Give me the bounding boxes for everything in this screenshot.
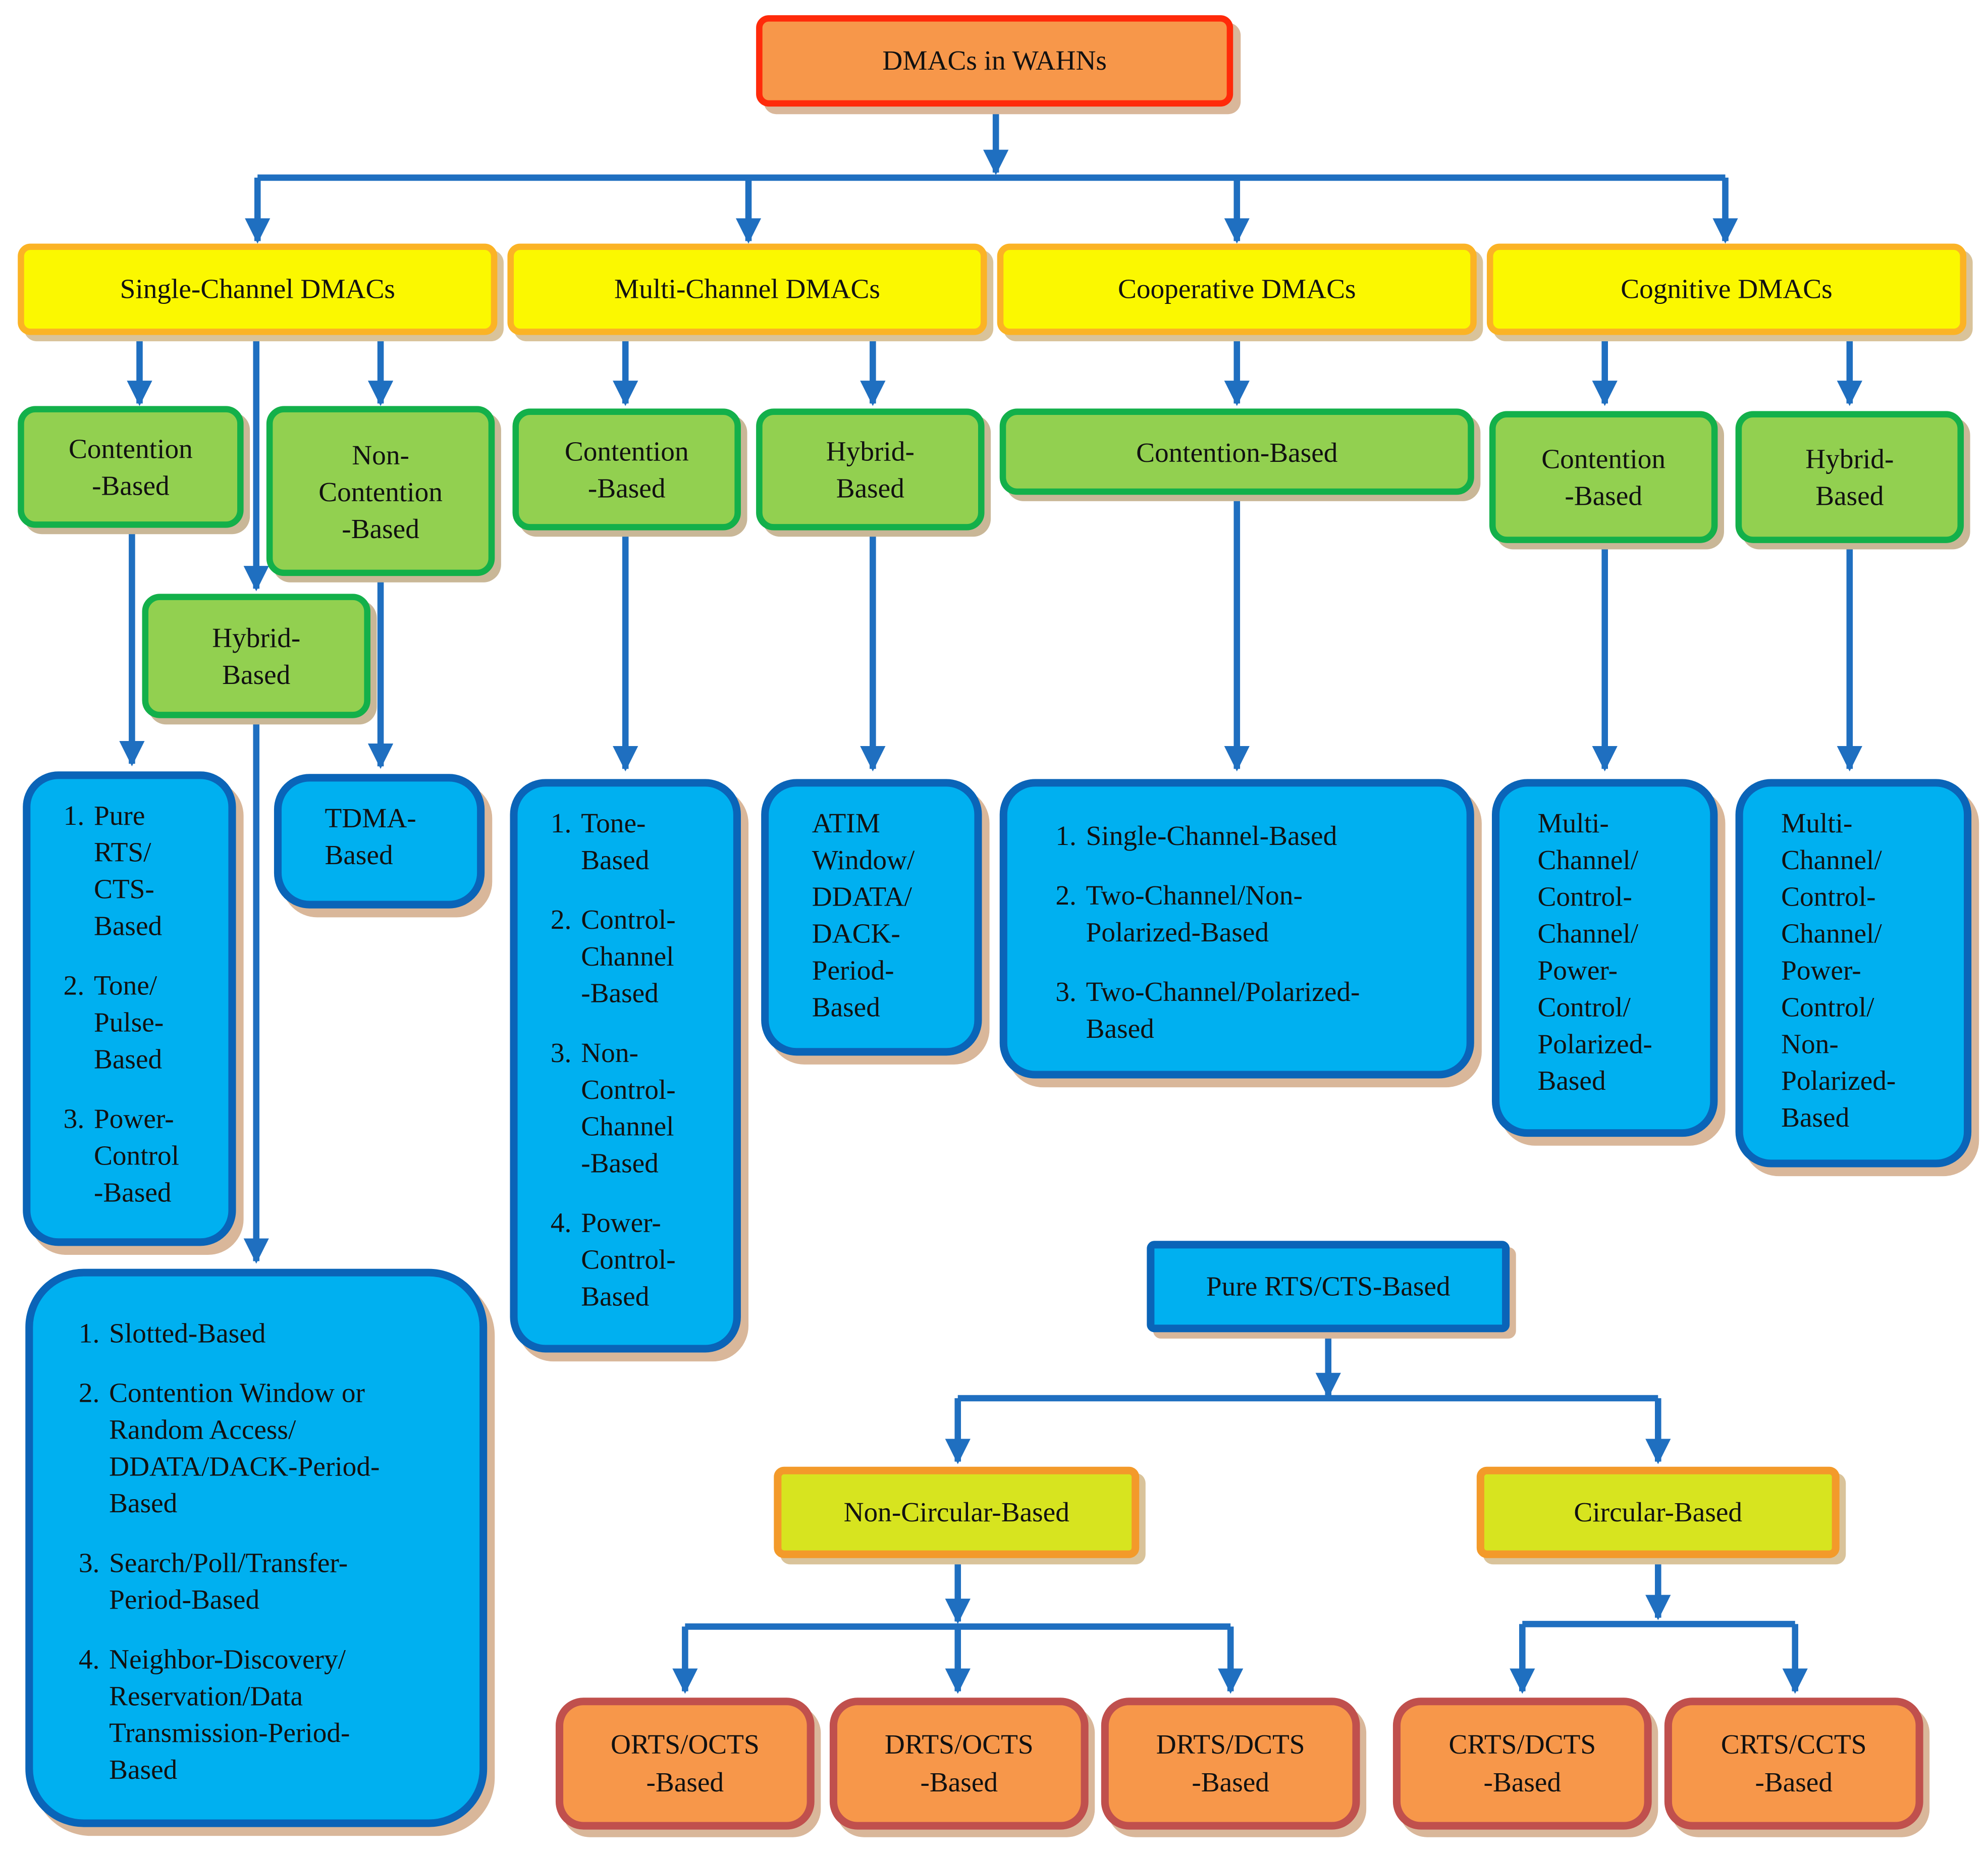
noncircular-node: Non-Circular-Based [774,1466,1140,1558]
single-contention-label: Contention -Based [69,433,193,501]
crts-dcts-node: CRTS/DCTS -Based [1392,1698,1652,1830]
single-hybrid-node: Hybrid- Based [142,594,370,718]
noncircular-label: Non-Circular-Based [843,1496,1069,1528]
category-multi-channel-label: Multi-Channel DMACs [614,273,880,305]
cog-hybrid-leaf: Multi- Channel/ Control- Channel/ Power-… [1735,779,1972,1168]
list-item: Tone- Based [578,805,721,878]
cog-contention-label: Contention -Based [1541,443,1666,511]
circular-node: Circular-Based [1476,1466,1840,1558]
drts-octs-node: DRTS/OCTS -Based [829,1698,1089,1830]
cog-hybrid-label: Hybrid- Based [1805,443,1894,511]
category-multi-channel: Multi-Channel DMACs [507,243,987,335]
crts-ccts-node: CRTS/CCTS -Based [1664,1698,1923,1830]
coop-contention-node: Contention-Based [999,408,1474,495]
list-item: Slotted-Based [106,1314,467,1351]
single-noncontention-label: Non- Contention -Based [318,438,443,544]
multi-hybrid-label: Hybrid- Based [826,435,915,504]
category-single-channel-label: Single-Channel DMACs [120,273,395,305]
single-noncontention-leaf: TDMA- Based [274,774,485,909]
orts-octs-label: ORTS/OCTS -Based [610,1728,760,1798]
multi-hybrid-leaf: ATIM Window/ DDATA/ DACK- Period- Based [761,779,982,1056]
multi-contention-leaf: Tone- Based Control- Channel -Based Non-… [510,779,741,1353]
rts-cts-label: Pure RTS/CTS-Based [1206,1270,1450,1302]
category-cognitive-label: Cognitive DMACs [1621,273,1833,305]
list-item: Pure RTS/ CTS- Based [91,797,216,944]
rts-cts-node: Pure RTS/CTS-Based [1147,1241,1510,1333]
crts-ccts-label: CRTS/CCTS -Based [1721,1728,1867,1798]
orts-octs-node: ORTS/OCTS -Based [555,1698,815,1830]
cog-contention-node: Contention -Based [1489,411,1718,543]
tdma-based-label: TDMA- Based [325,802,416,871]
drts-dcts-node: DRTS/DCTS -Based [1101,1698,1360,1830]
list-item: Non- Control- Channel -Based [578,1034,721,1182]
coop-contention-leaf: Single-Channel-Based Two-Channel/Non- Po… [999,779,1474,1079]
list-item: Neighbor-Discovery/ Reservation/Data Tra… [106,1640,467,1788]
coop-contention-label: Contention-Based [1136,436,1338,468]
root-node: DMACs in WAHNs [756,15,1233,107]
list-item: Two-Channel/Non- Polarized-Based [1084,877,1454,950]
category-cooperative-label: Cooperative DMACs [1117,273,1356,305]
single-contention-leaf: Pure RTS/ CTS- Based Tone/ Pulse- Based … [23,771,236,1246]
list-item: Control- Channel -Based [578,901,721,1012]
multi-hybrid-node: Hybrid- Based [756,408,985,531]
cog-contention-leaf-label: Multi- Channel/ Control- Channel/ Power-… [1537,807,1652,1096]
drts-dcts-label: DRTS/DCTS -Based [1156,1728,1305,1798]
category-cognitive: Cognitive DMACs [1486,243,1967,335]
single-contention-node: Contention -Based [18,406,244,528]
cog-contention-leaf: Multi- Channel/ Control- Channel/ Power-… [1491,779,1718,1137]
single-hybrid-leaf: Slotted-Based Contention Window or Rando… [25,1268,488,1827]
crts-dcts-label: CRTS/DCTS -Based [1448,1728,1596,1798]
single-noncontention-node: Non- Contention -Based [266,406,495,576]
list-item: Single-Channel-Based [1084,817,1454,854]
multi-contention-label: Contention -Based [564,435,689,504]
root-label: DMACs in WAHNs [882,44,1107,76]
list-item: Power- Control -Based [91,1100,216,1210]
cog-hybrid-leaf-label: Multi- Channel/ Control- Channel/ Power-… [1781,807,1896,1133]
list-item: Tone/ Pulse- Based [91,967,216,1077]
list-item: Search/Poll/Transfer- Period-Based [106,1544,467,1618]
category-cooperative: Cooperative DMACs [997,243,1477,335]
single-hybrid-label: Hybrid- Based [212,621,301,691]
category-single-channel: Single-Channel DMACs [18,243,498,335]
multi-contention-node: Contention -Based [512,408,741,531]
drts-octs-label: DRTS/OCTS -Based [884,1728,1034,1798]
list-item: Two-Channel/Polarized- Based [1084,973,1454,1047]
cog-hybrid-node: Hybrid- Based [1735,411,1964,543]
list-item: Contention Window or Random Access/ DDAT… [106,1374,467,1521]
atim-window-label: ATIM Window/ DDATA/ DACK- Period- Based [812,807,915,1023]
circular-label: Circular-Based [1574,1496,1743,1528]
list-item: Power- Control- Based [578,1204,721,1314]
